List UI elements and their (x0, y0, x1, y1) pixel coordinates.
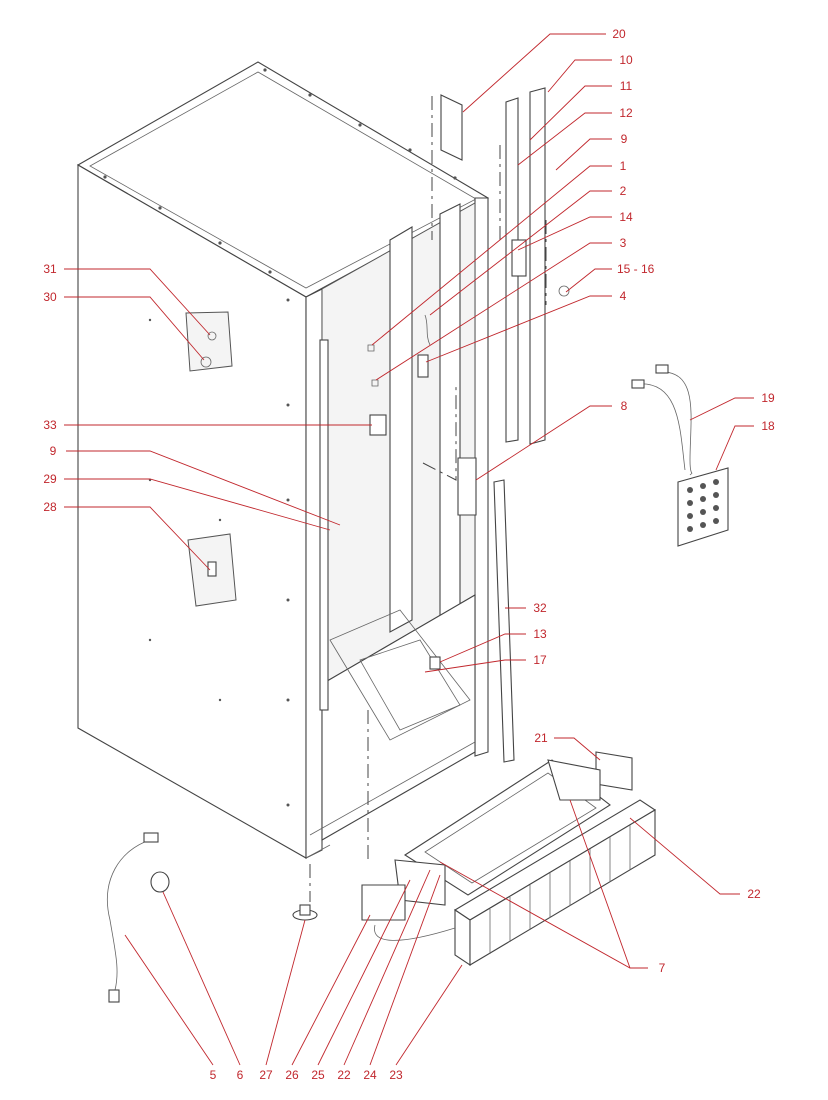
leader-line-22b (343, 869, 431, 1066)
callout-27: 27 (259, 1068, 273, 1082)
leader-line-19 (689, 397, 754, 421)
callout-20: 20 (612, 27, 626, 41)
callout-10: 10 (619, 53, 633, 67)
leader-line-3 (375, 242, 612, 381)
leader-line-11 (529, 85, 612, 141)
leader-line-9b (66, 450, 341, 526)
leader-line-4 (425, 295, 612, 363)
leader-line-10 (547, 59, 612, 93)
leader-line-20 (462, 33, 606, 113)
leader-lines (64, 33, 754, 1066)
callout-3: 3 (620, 236, 627, 250)
callout-22-right: 22 (747, 887, 761, 901)
callout-15-16: 15 - 16 (617, 262, 655, 276)
leader-line-9a (555, 138, 612, 171)
leader-line-1516 (565, 268, 612, 293)
callout-29: 29 (43, 472, 57, 486)
callout-12: 12 (619, 106, 633, 120)
leader-line-18 (715, 425, 754, 471)
callout-30: 30 (43, 290, 57, 304)
callout-9-top: 9 (621, 132, 628, 146)
leader-line-8 (475, 405, 612, 481)
leader-line-13 (439, 633, 526, 663)
callout-7: 7 (659, 961, 666, 975)
callout-4: 4 (620, 289, 627, 303)
callout-31: 31 (43, 262, 57, 276)
leader-line-21 (554, 737, 601, 761)
leader-line-30 (64, 296, 205, 361)
leader-line-1 (371, 165, 612, 346)
leader-line-24 (369, 874, 441, 1066)
leader-line-14 (517, 216, 612, 251)
keypad-assembly (631, 364, 729, 547)
leader-line-26 (291, 914, 371, 1066)
callout-14: 14 (619, 210, 633, 224)
leader-line-6 (162, 891, 241, 1066)
leader-line-5 (124, 934, 214, 1066)
leader-line-12 (517, 112, 612, 166)
leader-line-31 (64, 268, 211, 336)
callout-17: 17 (533, 653, 547, 667)
leader-line-17 (424, 659, 526, 673)
callout-21: 21 (534, 731, 548, 745)
callout-18: 18 (761, 419, 775, 433)
callout-labels: 20 10 11 12 9 1 2 14 3 15 - 16 4 19 18 8… (43, 27, 775, 1082)
leader-line-29 (64, 478, 331, 531)
callout-22-bottom: 22 (337, 1068, 351, 1082)
leader-line-7b (439, 861, 648, 969)
callout-2: 2 (620, 184, 627, 198)
callout-13: 13 (533, 627, 547, 641)
leader-line-23 (395, 964, 463, 1066)
door-strips (429, 87, 570, 763)
cabinet-body (76, 61, 490, 859)
callout-32: 32 (533, 601, 547, 615)
leader-line-22r (629, 817, 740, 895)
leader-line-27 (265, 919, 306, 1066)
leader-line-28 (64, 506, 211, 571)
callout-23: 23 (389, 1068, 403, 1082)
leader-line-2 (429, 190, 612, 316)
callout-6: 6 (237, 1068, 244, 1082)
bottom-parts (107, 751, 657, 1003)
assembly-lines (309, 96, 547, 902)
callout-25: 25 (311, 1068, 325, 1082)
callout-1: 1 (620, 159, 627, 173)
callout-8: 8 (621, 399, 628, 413)
callout-5: 5 (210, 1068, 217, 1082)
callout-28: 28 (43, 500, 57, 514)
callout-26: 26 (285, 1068, 299, 1082)
callout-33: 33 (43, 418, 57, 432)
callout-11: 11 (620, 79, 633, 93)
callout-9-left: 9 (50, 444, 57, 458)
callout-24: 24 (363, 1068, 377, 1082)
callout-19: 19 (761, 391, 775, 405)
leader-line-25 (317, 879, 411, 1066)
